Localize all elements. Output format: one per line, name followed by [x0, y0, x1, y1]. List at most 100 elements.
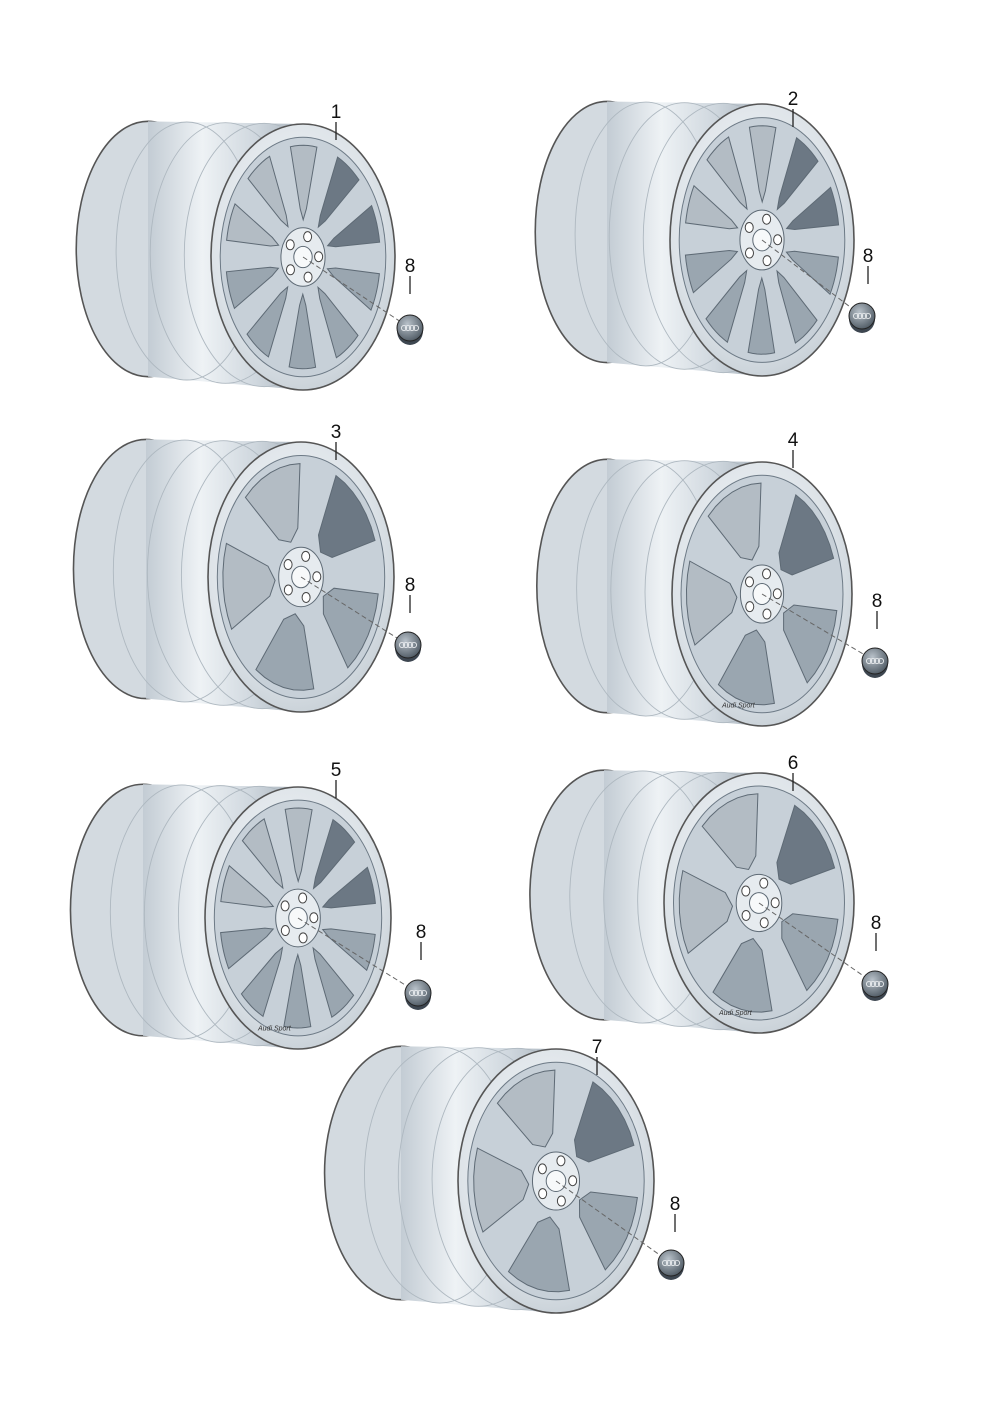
spoke-window — [685, 560, 738, 646]
spoke-windows — [685, 482, 838, 706]
spoke-windows — [684, 125, 840, 355]
spoke-window — [326, 204, 381, 248]
cap-rings-logo — [666, 1260, 673, 1267]
bolt-hole — [741, 909, 751, 921]
spoke-window — [507, 1216, 571, 1293]
cap-rings-logo — [865, 312, 872, 319]
cap-callout-number: 8 — [405, 256, 416, 277]
wheel-rim-7: 78 — [323, 1037, 685, 1314]
spoke-window — [707, 482, 762, 561]
cap-rings-logo — [412, 324, 419, 331]
cap-rings-logo — [416, 990, 423, 997]
cap-rings-logo — [857, 312, 864, 319]
spoke-window — [220, 927, 275, 970]
spoke-windows — [222, 463, 379, 691]
axis-line — [302, 256, 411, 329]
spoke-window — [244, 463, 301, 543]
axis-line — [300, 576, 409, 646]
bolt-hole — [568, 1175, 578, 1187]
spoke-window — [284, 807, 313, 884]
bolt-hole — [556, 1155, 566, 1167]
bolt-hole — [537, 1163, 547, 1175]
rim-brand-text: Audi Sport — [721, 703, 756, 710]
cap-rings-logo — [662, 1260, 669, 1267]
cap-rings-logo — [866, 981, 873, 988]
rim-brand-text: Audi Sport — [257, 1026, 292, 1033]
spoke-window — [685, 184, 739, 230]
bolt-hole — [314, 251, 324, 263]
cap-rings-logo — [398, 642, 405, 649]
spoke-window — [785, 186, 840, 231]
cap-rings-logo — [870, 981, 877, 988]
bolt-hole — [772, 588, 782, 600]
spoke-window — [578, 1191, 638, 1271]
cap-rings-logo — [408, 990, 415, 997]
axis-line — [761, 239, 863, 317]
bolt-hole — [283, 559, 293, 571]
bolt-hole — [298, 932, 308, 944]
cap-callout-number: 8 — [416, 922, 427, 943]
cap-rings-logo — [674, 1260, 681, 1267]
bolt-hole — [744, 576, 754, 588]
spoke-window — [247, 155, 289, 229]
center-cap — [861, 647, 889, 678]
spoke-window — [717, 629, 775, 706]
spoke-window — [701, 793, 759, 871]
bolt-hole — [283, 584, 293, 596]
cap-rings-logo — [853, 312, 860, 319]
center-cap — [394, 631, 422, 662]
cap-face — [861, 647, 889, 675]
callout-number: 5 — [331, 760, 342, 781]
rim-brand-text: Audi Sport — [718, 1010, 753, 1017]
bolt-hole — [556, 1195, 566, 1207]
spoke-window — [781, 913, 839, 992]
cap-callout-number: 8 — [405, 575, 416, 596]
bolt-hole — [744, 247, 754, 259]
cap-callout-number: 8 — [670, 1194, 681, 1215]
spoke-window — [226, 203, 280, 247]
spoke-window — [573, 1081, 635, 1163]
bolt-hole — [744, 221, 754, 233]
bolt-hole — [762, 213, 772, 225]
bolt-hole — [762, 568, 772, 580]
spoke-windows — [473, 1069, 638, 1293]
spoke-window — [776, 804, 836, 885]
center-cap — [861, 970, 889, 1001]
spoke-window — [222, 542, 276, 631]
spoke-window — [246, 285, 289, 358]
cap-rings-logo — [878, 658, 885, 665]
spoke-window — [785, 250, 839, 296]
spoke-window — [473, 1147, 530, 1233]
spoke-window — [312, 946, 355, 1019]
cap-face — [657, 1249, 685, 1277]
cap-rings-logo — [410, 642, 417, 649]
bolt-hole — [280, 900, 290, 912]
bolt-hole — [301, 550, 311, 562]
spoke-window — [322, 587, 379, 669]
bolt-hole — [312, 571, 322, 583]
spoke-window — [283, 952, 312, 1029]
spoke-window — [317, 285, 359, 359]
cap-callout-number: 8 — [872, 591, 883, 612]
spoke-window — [317, 474, 376, 559]
bolt-hole — [773, 234, 783, 246]
cap-rings-logo — [404, 324, 411, 331]
cap-rings-logo — [412, 990, 419, 997]
cap-face — [404, 979, 432, 1007]
cap-rings-logo — [874, 658, 881, 665]
wheel-rim-1: 18 — [75, 102, 424, 391]
bolt-hole — [303, 231, 313, 243]
bolt-hole — [770, 897, 780, 909]
bolt-hole — [298, 892, 308, 904]
spoke-window — [496, 1069, 556, 1148]
bolt-hole — [280, 925, 290, 937]
bolt-hole — [745, 601, 755, 613]
cap-rings-logo — [402, 642, 409, 649]
spoke-window — [783, 604, 838, 684]
wheel-rim-5: Audi Sport 5 8 — [69, 760, 432, 1050]
bolt-hole — [759, 917, 769, 929]
callout-number: 7 — [592, 1037, 603, 1058]
bolt-hole — [285, 264, 295, 276]
